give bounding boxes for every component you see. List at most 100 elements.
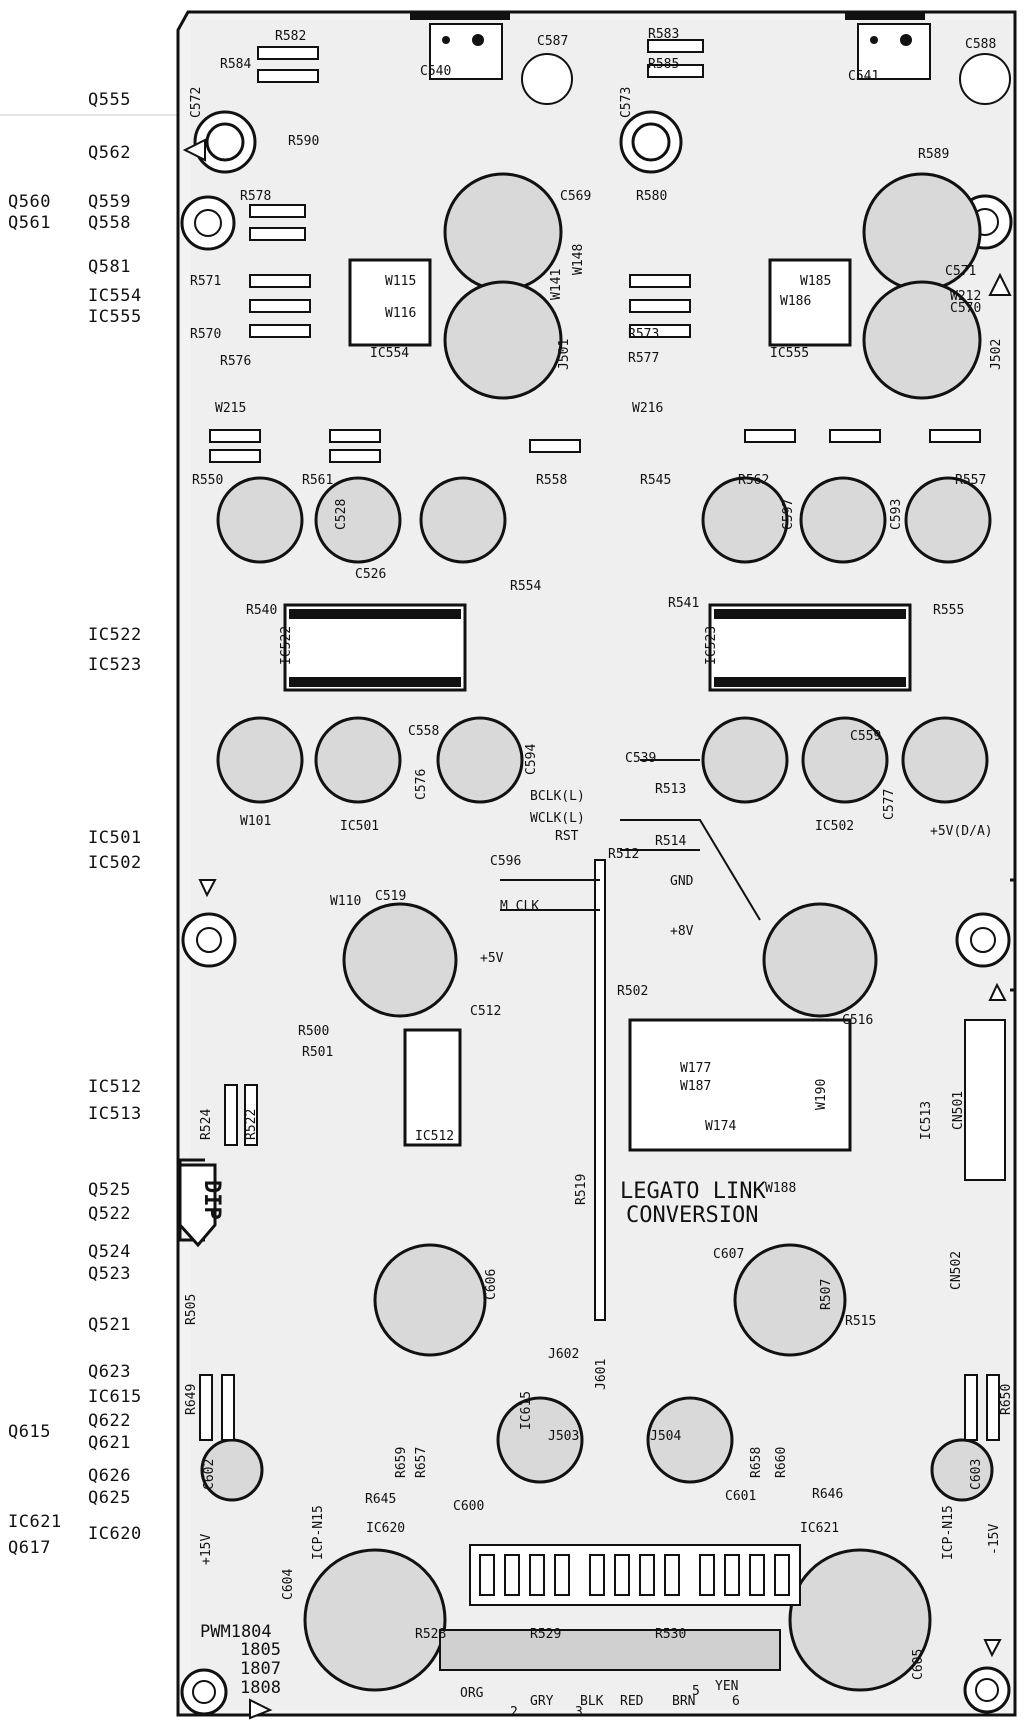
label-q581: Q581: [88, 257, 131, 277]
wire-w186: W186: [780, 294, 811, 309]
res-label-group: R582 R584 R583 R585 R590 R589 R578 R580 …: [184, 27, 1014, 1642]
res-r580: R580: [636, 189, 667, 204]
wire-yen: YEN: [715, 1679, 738, 1694]
label-ic523: IC523: [88, 655, 142, 675]
res-r573: R573: [628, 327, 659, 342]
board-ic523: IC523: [704, 626, 719, 665]
wire-w115: W115: [385, 274, 416, 289]
cap-c577: C577: [882, 789, 897, 820]
res-r578: R578: [240, 189, 271, 204]
label-ic502: IC502: [88, 853, 142, 873]
cap-c540: C540: [420, 64, 451, 79]
res-r524: R524: [199, 1109, 214, 1140]
conn-j601: J601: [594, 1359, 609, 1390]
res-r550: R550: [192, 473, 223, 488]
label-ic620: IC620: [88, 1524, 142, 1544]
cap-c571: C571: [945, 264, 976, 279]
central-bus: [594, 859, 606, 1321]
res-r583: R583: [648, 27, 679, 42]
conn-j602: J602: [548, 1347, 579, 1362]
label-q555: Q555: [88, 90, 131, 110]
wire-blk: BLK: [580, 1694, 604, 1709]
res-r500: R500: [298, 1024, 329, 1039]
res-r515: R515: [845, 1314, 876, 1329]
label-q560: Q560: [8, 192, 51, 212]
board-ic621: IC621: [800, 1521, 839, 1536]
board-ic502: IC502: [815, 819, 854, 834]
wire-w148: W148: [571, 244, 586, 275]
mount-holes: [180, 53, 1013, 1716]
conn-cn501: CN501: [951, 1091, 966, 1130]
label-q621: Q621: [88, 1433, 131, 1453]
cap-c596: C596: [490, 854, 521, 869]
cap-c559: C559: [850, 729, 881, 744]
connector-bottom: [439, 1629, 781, 1671]
label-ic621: IC621: [8, 1512, 62, 1532]
minus15v: -15V: [987, 1524, 1002, 1555]
plus15v: +15V: [199, 1534, 214, 1565]
label-q561: Q561: [8, 213, 51, 233]
label-q521: Q521: [88, 1315, 131, 1335]
res-r541: R541: [668, 596, 699, 611]
conn-j502: J502: [989, 339, 1004, 370]
wire-w185: W185: [800, 274, 831, 289]
label-ic555: IC555: [88, 307, 142, 327]
large-caps: [200, 172, 994, 1692]
mclk-label: M CLK: [500, 899, 539, 914]
cap-c603: C603: [969, 1459, 984, 1490]
wire-brn: BRN: [672, 1694, 695, 1709]
label-ic513: IC513: [88, 1104, 142, 1124]
cap-c539: C539: [625, 751, 656, 766]
label-q562: Q562: [88, 143, 131, 163]
res-r545: R545: [640, 473, 671, 488]
cap-c597: C597: [781, 499, 796, 530]
legend-num-3: 3: [575, 1705, 583, 1720]
cap-c519: C519: [375, 889, 406, 904]
cap-c558: C558: [408, 724, 439, 739]
label-q615: Q615: [8, 1422, 51, 1442]
wire-w215: W215: [215, 401, 246, 416]
cap-c528: C528: [334, 499, 349, 530]
cap-c570: C570: [950, 301, 981, 316]
legend-num-5: 5: [692, 1684, 700, 1699]
ic-bodies: [283, 258, 912, 1152]
label-ic512: IC512: [88, 1077, 142, 1097]
cap-c607: C607: [713, 1247, 744, 1262]
cap-c601: C601: [725, 1489, 756, 1504]
res-r505: R505: [184, 1294, 199, 1325]
gnd-label: GND: [670, 874, 694, 889]
wire-red: RED: [620, 1694, 644, 1709]
label-q558: Q558: [88, 213, 131, 233]
res-r522: R522: [244, 1109, 259, 1140]
conn-cn502: CN502: [949, 1251, 964, 1290]
res-r589: R589: [918, 147, 949, 162]
board-ic522: IC522: [279, 626, 294, 665]
dip-arrow: DIP: [178, 1163, 224, 1248]
legend-num-6: 6: [732, 1694, 740, 1709]
label-ic522: IC522: [88, 625, 142, 645]
board-ic513: IC513: [919, 1101, 934, 1140]
label-q524: Q524: [88, 1242, 131, 1262]
wire-w177: W177: [680, 1061, 711, 1076]
wire-w110: W110: [330, 894, 361, 909]
cap-c526: C526: [355, 567, 386, 582]
res-r584: R584: [220, 57, 251, 72]
conn-j501: J501: [557, 339, 572, 370]
res-r590: R590: [288, 134, 319, 149]
legato-line2: CONVERSION: [626, 1203, 758, 1228]
cap-c573: C573: [619, 87, 634, 118]
res-r571: R571: [190, 274, 221, 289]
bclk-label: BCLK(L): [530, 789, 585, 804]
pwm-label: PWM1804: [200, 1622, 272, 1642]
wire-w101: W101: [240, 814, 271, 829]
cap-c541: C541: [848, 69, 879, 84]
cap-c588: C588: [965, 37, 996, 52]
res-r557: R557: [955, 473, 986, 488]
label-q522: Q522: [88, 1204, 131, 1224]
wire-w212: W212: [950, 289, 981, 304]
res-r555: R555: [933, 603, 964, 618]
pwm-1808: 1808: [240, 1678, 281, 1698]
resistors: [199, 39, 1000, 1606]
board-ic501: IC501: [340, 819, 379, 834]
dip-label: DIP: [199, 1180, 224, 1220]
